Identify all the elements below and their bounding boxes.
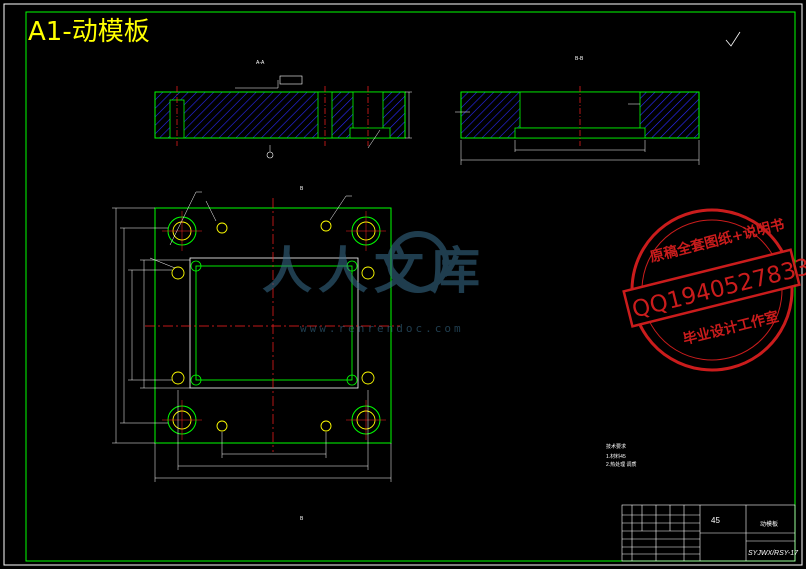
title-block	[621, 504, 796, 562]
outer-border	[3, 3, 803, 566]
red-stamp: 原稿全套图纸+说明书 QQ1940527833 毕业设计工作室	[622, 208, 806, 372]
stamp-line3: 毕业设计工作室	[681, 308, 780, 348]
section-b-b-view	[455, 86, 700, 165]
title-block-part-name: 动模板	[760, 520, 778, 528]
section-a-a-label: A-A	[256, 60, 265, 66]
section-b-b-label: B-B	[575, 56, 584, 62]
watermark-site-text: 人人文库	[262, 242, 486, 300]
svg-text:B: B	[300, 186, 304, 192]
svg-text:B: B	[300, 516, 304, 522]
watermark-site-url: www.renrendoc.com	[300, 322, 464, 335]
tech-note-line1: 1.材料45	[606, 453, 626, 460]
drawing-title: A1-动模板	[28, 17, 150, 47]
plan-view: B B	[112, 186, 400, 522]
title-block-material: 45	[711, 516, 720, 525]
title-block-drawing-no: SYJWX/RSY-17	[748, 550, 799, 557]
section-a-a-view	[154, 75, 412, 159]
roughness-symbol	[725, 31, 741, 47]
tech-note-line2: 2.热处理 调质	[606, 461, 637, 468]
technical-notes: 技术要求 1.材料45 2.热处理 调质	[606, 443, 637, 468]
site-watermark: 人人文库 www.renrendoc.com	[262, 231, 486, 335]
tech-note-title: 技术要求	[606, 443, 626, 450]
